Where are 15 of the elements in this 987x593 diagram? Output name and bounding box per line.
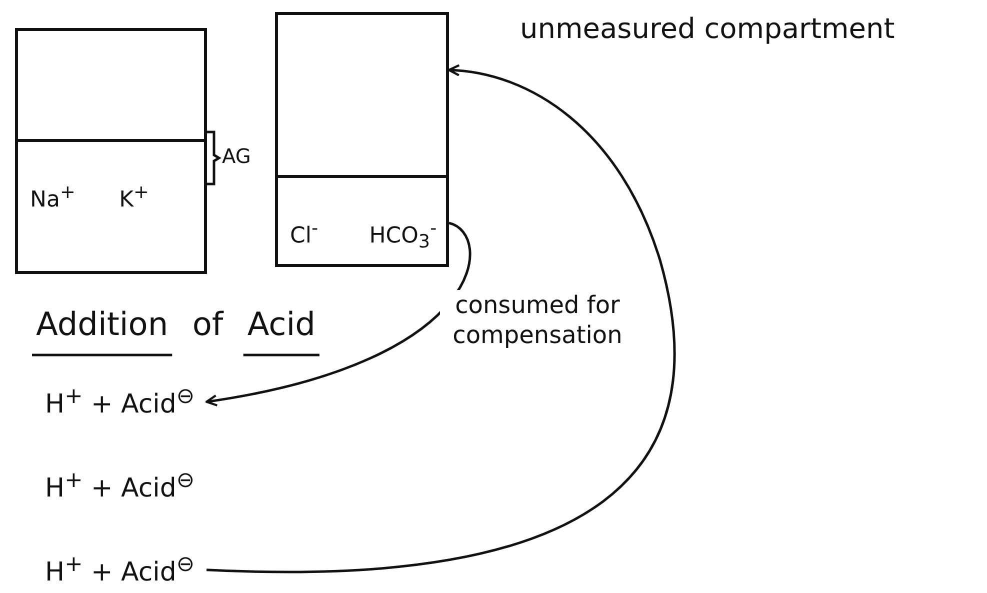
ion-column-box xyxy=(275,12,449,178)
heading: Addition of Acid xyxy=(36,305,316,343)
equation-text: H$^{+}$ + Acid$^{⊖}$ xyxy=(45,552,195,588)
equation-text: H$^{+}$ + Acid$^{⊖}$ xyxy=(45,384,195,420)
ion-label: K$^{+}$ xyxy=(119,182,149,212)
curved-arrow xyxy=(206,64,676,574)
ion-label: Cl$^{-}$ xyxy=(290,218,318,248)
equation-text: H$^{+}$ + Acid$^{⊖}$ xyxy=(45,468,195,504)
ion-column-box xyxy=(15,139,207,274)
compartment-label: unmeasured compartment xyxy=(520,12,895,45)
gap-label: AG xyxy=(222,144,251,168)
ion-column-box xyxy=(275,175,449,267)
curved-arrow xyxy=(205,222,471,406)
ion-column-box xyxy=(15,28,207,142)
ion-label: Na$^{+}$ xyxy=(30,182,76,212)
